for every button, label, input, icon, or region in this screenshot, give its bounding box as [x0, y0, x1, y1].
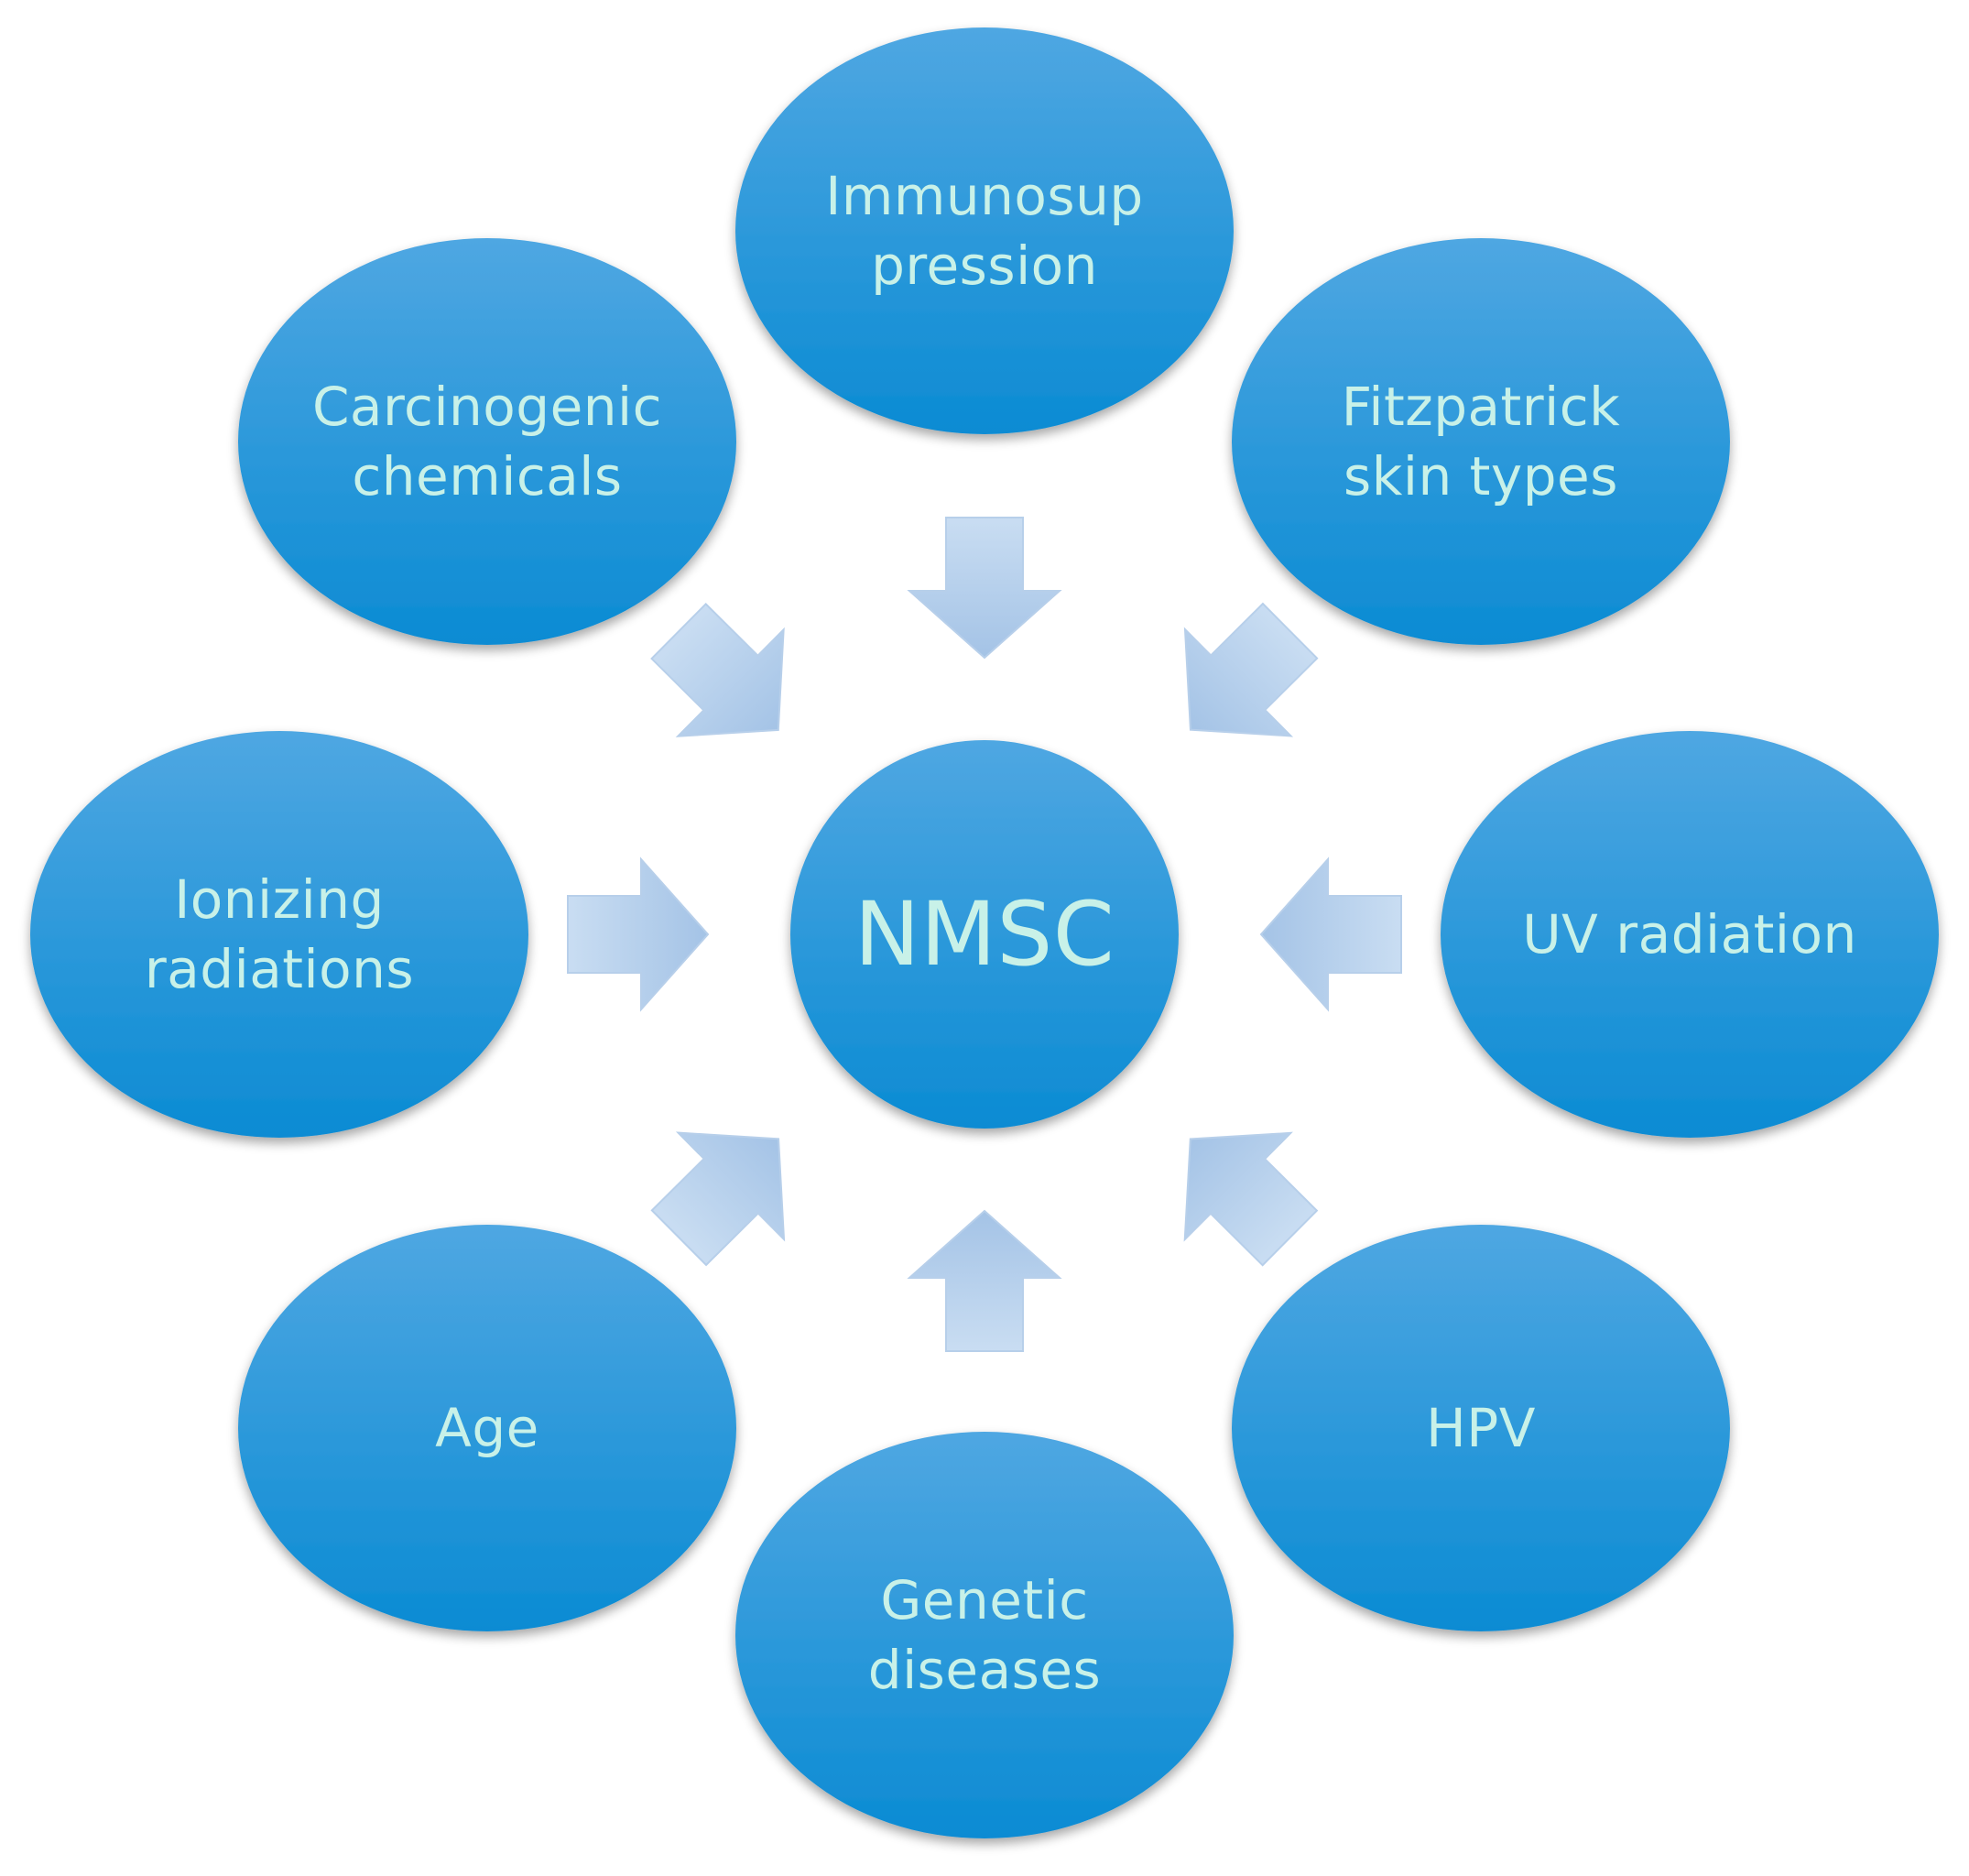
label-carcinogenic-chemicals-line: chemicals: [352, 445, 623, 507]
label-genetic-diseases: Genetic diseases: [754, 1450, 1215, 1820]
arrow-shape: [1183, 602, 1319, 737]
label-genetic-diseases-line: diseases: [867, 1639, 1102, 1701]
label-fitzpatrick-skin-types: Fitzpatrick skin types: [1250, 256, 1712, 627]
node-hpv: [1232, 1225, 1730, 1631]
label-fitzpatrick-skin-types-line: Fitzpatrick: [1341, 376, 1621, 438]
label-carcinogenic-chemicals-line: Carcinogenic: [311, 376, 663, 438]
label-uv-radiation: UV radiation: [1459, 749, 1920, 1119]
arrow-shape: [1259, 856, 1402, 1012]
arrow-hpv-to-center: [1183, 1131, 1319, 1267]
node-uv-radiation: [1441, 731, 1939, 1138]
node-ionizing-radiations: [30, 731, 528, 1138]
label-immunosuppression-line: Immunosup: [825, 165, 1144, 227]
arrow-ionizing-radiations-to-center: [567, 856, 710, 1012]
label-carcinogenic-chemicals: Carcinogenic chemicals: [256, 256, 718, 627]
arrow-uv-radiation-to-center: [1259, 856, 1402, 1012]
label-fitzpatrick-skin-types-line: skin types: [1343, 445, 1618, 507]
node-fitzpatrick-skin-types: [1232, 238, 1730, 645]
node-genetic-diseases: [735, 1432, 1234, 1838]
arrow-carcinogenic-chemicals-to-center: [650, 602, 785, 737]
label-age-line: Age: [435, 1397, 539, 1459]
label-hpv-line: HPV: [1426, 1397, 1536, 1459]
arrow-shape: [907, 1209, 1062, 1352]
label-ionizing-radiations-line: Ionizing: [174, 868, 385, 931]
arrow-fitzpatrick-skin-types-to-center: [1183, 602, 1319, 737]
arrow-immunosuppression-to-center: [907, 517, 1062, 660]
label-immunosuppression: Immunosup pression: [754, 46, 1215, 416]
label-ionizing-radiations: Ionizing radiations: [49, 749, 510, 1119]
arrow-shape: [650, 602, 785, 737]
arrow-shape: [1183, 1131, 1319, 1267]
node-carcinogenic-chemicals: [238, 238, 736, 645]
node-immunosuppression: [735, 27, 1234, 434]
center-label: NMSC: [790, 740, 1179, 1129]
arrows-layer: [567, 517, 1402, 1352]
nodes-layer: [30, 27, 1939, 1838]
arrow-shape: [650, 1131, 786, 1267]
node-center-nmsc: [790, 740, 1179, 1129]
arrow-shape: [907, 517, 1062, 660]
label-ionizing-radiations-line: radiations: [144, 938, 415, 1000]
arrow-age-to-center: [650, 1131, 786, 1267]
arrow-genetic-diseases-to-center: [907, 1209, 1062, 1352]
label-genetic-diseases-line: Genetic: [880, 1569, 1089, 1631]
label-immunosuppression-line: pression: [871, 234, 1098, 297]
label-age: Age: [256, 1243, 718, 1613]
arrow-shape: [567, 856, 710, 1012]
label-hpv: HPV: [1250, 1243, 1712, 1613]
label-uv-radiation-line: UV radiation: [1522, 903, 1857, 965]
center-label-line: NMSC: [854, 883, 1115, 986]
node-age: [238, 1225, 736, 1631]
